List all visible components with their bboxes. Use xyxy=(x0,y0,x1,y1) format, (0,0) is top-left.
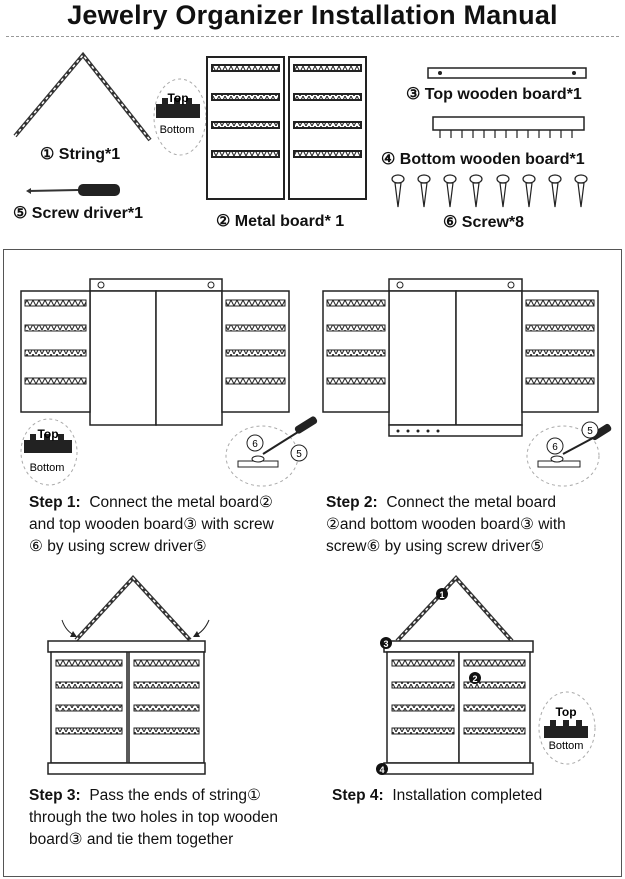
step-4-text: Step 4: Installation completed xyxy=(332,785,542,807)
step-3-line-2: through the two holes in top wooden xyxy=(29,809,279,826)
step-4-illustration xyxy=(376,575,596,775)
step-4-line-1: Installation completed xyxy=(392,787,543,804)
step-2-line-1: Connect the metal board xyxy=(386,494,557,511)
badge-bottom-label: Bottom xyxy=(160,124,195,136)
step-2-illustration xyxy=(322,278,612,487)
step1-badge-top-label: Top xyxy=(37,427,58,441)
step-3-line-1: Pass the ends of string① xyxy=(89,787,261,804)
step1-driver-callout: 5 xyxy=(296,449,302,460)
step2-driver-callout: 5 xyxy=(587,426,593,437)
step1-badge-bottom-label: Bottom xyxy=(30,462,65,474)
title-divider xyxy=(6,36,619,37)
step-3-illustration xyxy=(47,575,210,775)
step-1-text: Step 1: Connect the metal board② and top… xyxy=(29,492,274,558)
step1-screw-callout: 6 xyxy=(252,439,258,450)
step4-badge-top-label: Top xyxy=(555,705,576,719)
orientation-badge xyxy=(153,78,207,156)
steps-panel xyxy=(3,249,622,877)
page-title: Jewelry Organizer Installation Manual xyxy=(67,0,558,30)
step4-marker-4: 4 xyxy=(379,765,384,775)
step-1-line-3: ⑥ by using screw driver⑤ xyxy=(29,538,207,555)
step4-marker-3: 3 xyxy=(383,639,388,649)
screws-illustration xyxy=(391,174,588,208)
part-top-board-label: ③ Top wooden board*1 xyxy=(406,86,582,103)
part-bottom-board-label: ④ Bottom wooden board*1 xyxy=(381,151,585,168)
step-1-line-2: and top wooden board③ with screw xyxy=(29,516,274,533)
step-2-line-3: screw⑥ by using screw driver⑤ xyxy=(326,538,545,555)
step4-marker-1: 1 xyxy=(439,590,444,600)
string-illustration xyxy=(13,51,152,142)
bottom-board-illustration xyxy=(432,116,585,138)
part-screw-driver-label: ⑤ Screw driver*1 xyxy=(13,205,143,222)
part-string-label: ① String*1 xyxy=(40,146,121,163)
metal-board-illustration xyxy=(206,56,367,200)
screwdriver-illustration xyxy=(26,184,120,196)
step-2-line-2: ②and bottom wooden board③ with xyxy=(326,516,566,533)
step-3-label: Step 3: xyxy=(29,787,81,804)
step-2-label: Step 2: xyxy=(326,494,378,511)
step2-screw-callout: 6 xyxy=(552,442,558,453)
step-3-text: Step 3: Pass the ends of string① through… xyxy=(29,785,278,851)
step4-marker-2: 2 xyxy=(472,674,477,684)
step-1-illustration xyxy=(20,278,318,487)
step4-badge-bottom-label: Bottom xyxy=(549,740,584,752)
top-board-illustration xyxy=(427,67,587,79)
step-1-line-1: Connect the metal board② xyxy=(89,494,273,511)
part-metal-board-label: ② Metal board* 1 xyxy=(216,213,345,230)
part-screw-label: ⑥ Screw*8 xyxy=(443,214,525,231)
step-3-line-3: board③ and tie them together xyxy=(29,831,234,848)
step-2-text: Step 2: Connect the metal board ②and bot… xyxy=(326,492,566,558)
step-1-label: Step 1: xyxy=(29,494,81,511)
badge-top-label: Top xyxy=(167,91,188,105)
step-4-label: Step 4: xyxy=(332,787,384,804)
